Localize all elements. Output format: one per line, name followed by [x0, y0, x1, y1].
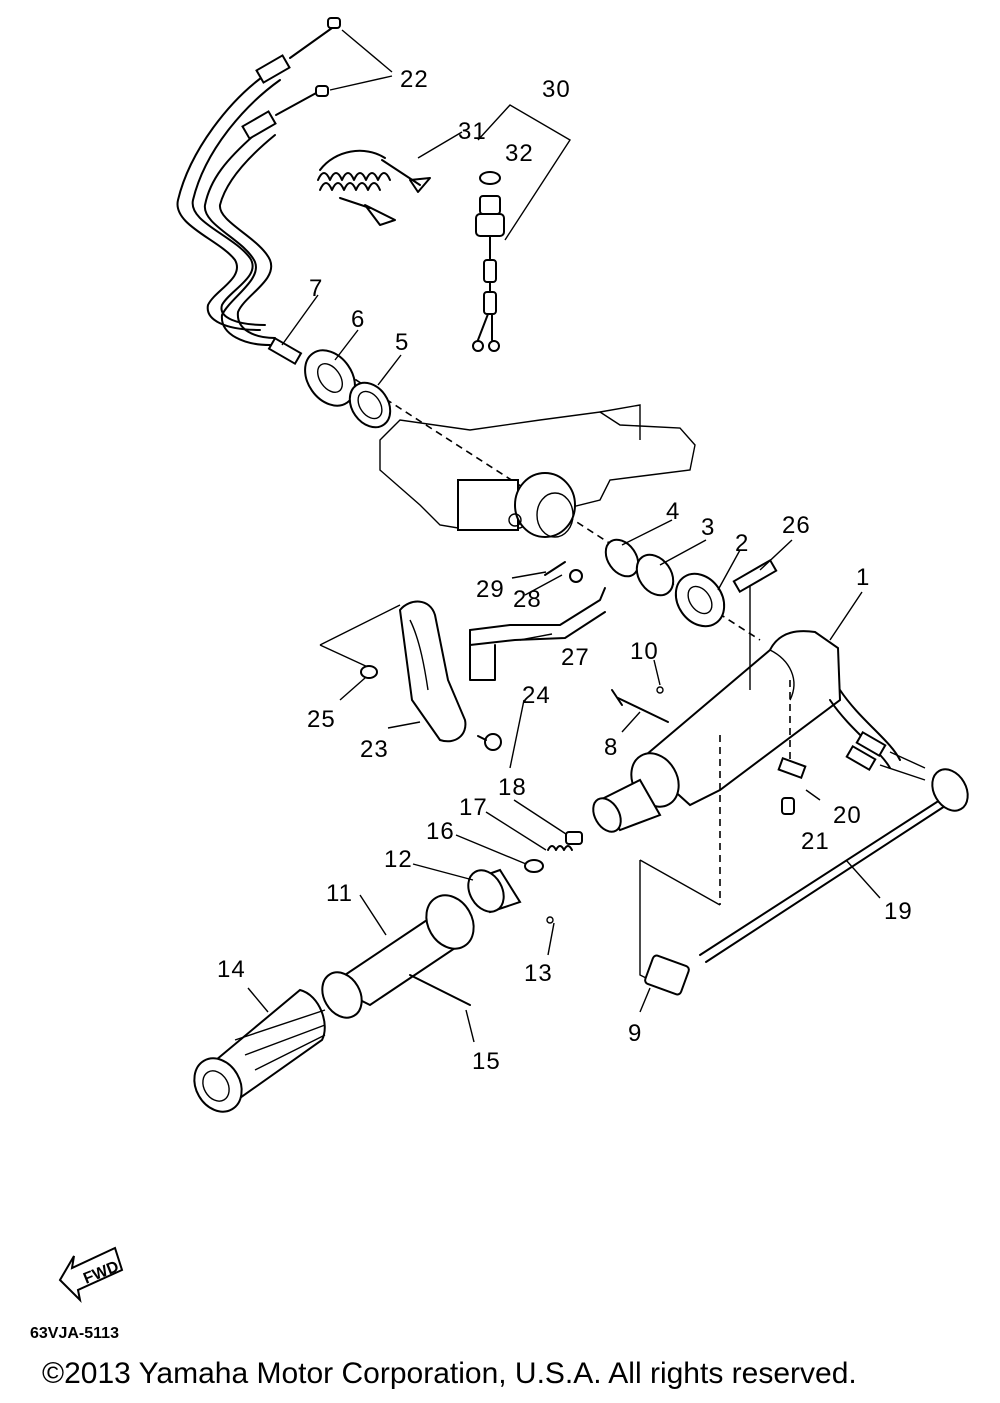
callout-13: 13 [524, 960, 553, 987]
steering-bracket-boss [457, 472, 576, 538]
grommets-and-washers [267, 336, 726, 628]
callout-29: 29 [476, 576, 505, 603]
throttle-cables [176, 17, 393, 346]
callout-24: 24 [522, 682, 551, 709]
callout-22: 22 [400, 66, 429, 93]
callout-32: 32 [505, 140, 534, 167]
callout-4: 4 [666, 498, 681, 525]
callout-6: 6 [351, 306, 366, 333]
callout-2: 2 [735, 530, 750, 557]
diagram-code: 63VJA-5113 [30, 1325, 119, 1342]
callout-15: 15 [472, 1048, 501, 1075]
callout-1: 1 [856, 564, 871, 591]
friction-lever [319, 587, 606, 751]
callout-21: 21 [801, 828, 830, 855]
callout-8: 8 [604, 734, 619, 761]
callout-3: 3 [701, 514, 716, 541]
callout-16: 16 [426, 818, 455, 845]
callout-5: 5 [395, 329, 410, 356]
callout-28: 28 [513, 586, 542, 613]
callout-27: 27 [561, 644, 590, 671]
callout-30: 30 [542, 76, 571, 103]
callout-7: 7 [309, 275, 324, 302]
callout-19: 19 [884, 898, 913, 925]
callout-10: 10 [630, 638, 659, 665]
callout-9: 9 [628, 1020, 643, 1047]
copyright-notice: ©2013 Yamaha Motor Corporation, U.S.A. A… [42, 1357, 857, 1390]
leader-lines [247, 131, 881, 1043]
fwd-arrow-icon: FWD [58, 1246, 124, 1304]
callout-14: 14 [217, 956, 246, 983]
callout-31: 31 [458, 118, 487, 145]
strip [732, 558, 778, 594]
callout-12: 12 [384, 846, 413, 873]
callout-20: 20 [833, 802, 862, 829]
stop-switch-assembly [317, 104, 571, 352]
callout-17: 17 [459, 794, 488, 821]
steering-handle-body [592, 630, 926, 905]
callout-18: 18 [498, 774, 527, 801]
callout-23: 23 [360, 736, 389, 763]
friction-parts [524, 831, 583, 873]
callout-26: 26 [782, 512, 811, 539]
throttle-grip-parts [193, 868, 554, 1113]
callout-11: 11 [326, 880, 353, 907]
bracket-body [379, 404, 696, 531]
callout-25: 25 [307, 706, 336, 733]
small-hardware [544, 561, 807, 815]
throttle-rod-assembly [639, 768, 969, 996]
